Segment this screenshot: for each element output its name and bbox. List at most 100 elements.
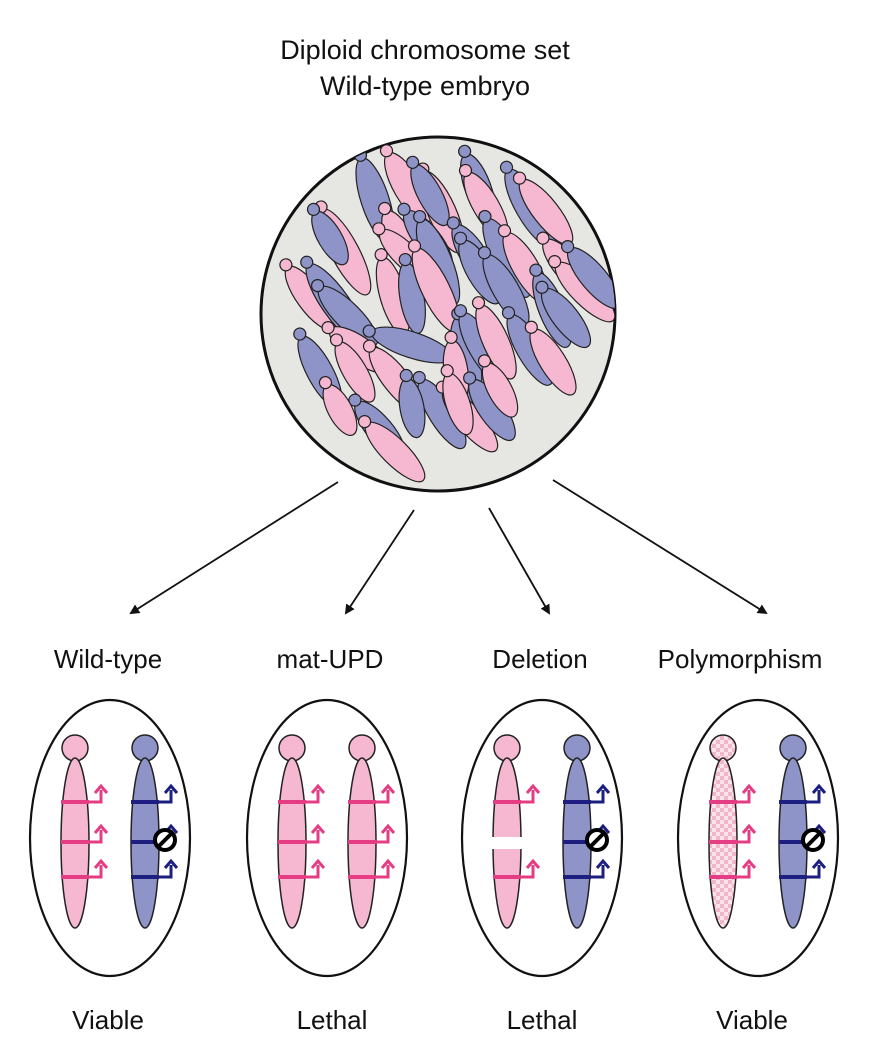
expression-arrowhead (525, 783, 541, 794)
expression-arrow (807, 790, 821, 804)
expression-arrowhead (93, 858, 109, 869)
centromere (453, 231, 468, 245)
expression-arrowhead (741, 783, 757, 794)
scenario-1-outcome: Viable (72, 1005, 144, 1035)
centromere (413, 209, 427, 224)
centromere (536, 231, 550, 245)
centromere (501, 306, 516, 320)
chromosome (306, 202, 349, 266)
scenario-3-outcome: Lethal (506, 1005, 578, 1035)
centromere (131, 734, 159, 762)
maternal-chromosome (347, 734, 396, 929)
centromere (398, 252, 412, 267)
chromosome (329, 333, 376, 403)
centromere (397, 202, 411, 216)
chromosome (440, 364, 474, 436)
diagram-title-line2: Wild-type embryo (319, 71, 531, 101)
scenario-2-name: mat-UPD (276, 644, 384, 674)
centromere (412, 370, 426, 385)
centromere (458, 144, 472, 158)
expression-arrowhead (811, 858, 827, 869)
expression-arrow (306, 830, 320, 844)
centromere (310, 278, 325, 293)
chromosome (561, 239, 615, 309)
genotype-panel (460, 698, 624, 978)
expression-arrowhead (310, 823, 326, 834)
paternal-chromosome (130, 734, 179, 929)
expression-arrow (737, 790, 751, 804)
expression-arrow (376, 865, 390, 879)
chromosome-cluster (279, 144, 615, 483)
maternal-chromosome (490, 734, 541, 929)
centromere (453, 304, 468, 318)
paternal-chromosome (778, 734, 827, 929)
centromere (477, 354, 492, 368)
centromere (318, 376, 333, 390)
maternal-chromosome (277, 734, 326, 929)
centromere (440, 364, 454, 378)
expression-arrowhead (163, 783, 179, 794)
centromere (374, 248, 388, 262)
centromere (547, 254, 562, 269)
expression-arrowhead (741, 858, 757, 869)
expression-arrowhead (595, 783, 611, 794)
centromere (709, 734, 737, 762)
chromosome (318, 376, 358, 436)
centromere (779, 734, 807, 762)
chromosome (412, 370, 467, 450)
genotype-panel (28, 698, 192, 978)
centromere (329, 333, 344, 347)
centromere (306, 202, 321, 217)
centromere (279, 258, 293, 272)
expression-arrowhead (811, 783, 827, 794)
centromere (406, 155, 420, 169)
expression-arrow (521, 865, 535, 879)
chromosome (406, 155, 450, 227)
expression-arrow (89, 865, 103, 879)
expression-arrowhead (93, 783, 109, 794)
centromere (561, 239, 575, 254)
arrow-to-deletion (488, 507, 550, 615)
centromere (378, 201, 392, 216)
expression-arrow (306, 790, 320, 804)
expression-arrow (737, 865, 751, 879)
centromere (463, 371, 477, 385)
chromosome (547, 254, 615, 323)
genotype-panel (245, 698, 409, 978)
expression-arrow (89, 790, 103, 804)
centromere (362, 339, 377, 353)
chromosome (471, 296, 517, 380)
centromere (512, 171, 527, 185)
chromosome (477, 354, 519, 418)
maternal-chromosome (60, 734, 109, 929)
centromere (321, 321, 335, 335)
silenced-icon (153, 828, 177, 852)
centromere (477, 246, 492, 260)
expression-arrow (737, 830, 751, 844)
expression-arrowhead (525, 858, 541, 869)
genotype-panel (676, 698, 840, 978)
scenario-4-name: Polymorphism (657, 644, 823, 674)
centromere (458, 163, 473, 178)
centromere (61, 734, 89, 762)
centromere (524, 320, 538, 334)
centromere (399, 368, 413, 383)
embryo-outline (245, 698, 409, 978)
scenario-2-outcome: Lethal (296, 1005, 368, 1035)
centromere (478, 209, 492, 224)
maternal-chromosome (708, 734, 757, 929)
expression-arrow (376, 830, 390, 844)
expression-arrow (807, 865, 821, 879)
expression-arrow (591, 790, 605, 804)
chromosome (535, 280, 592, 349)
centromere (446, 216, 460, 230)
expression-arrowhead (380, 783, 396, 794)
arrow-to-polymorphism (552, 479, 768, 615)
centromere (278, 734, 306, 762)
expression-arrowhead (93, 823, 109, 834)
arrow-to-mat-upd (344, 509, 415, 615)
expression-arrow (376, 790, 390, 804)
expression-arrow (159, 790, 173, 804)
centromere (348, 734, 376, 762)
centromere (563, 734, 591, 762)
